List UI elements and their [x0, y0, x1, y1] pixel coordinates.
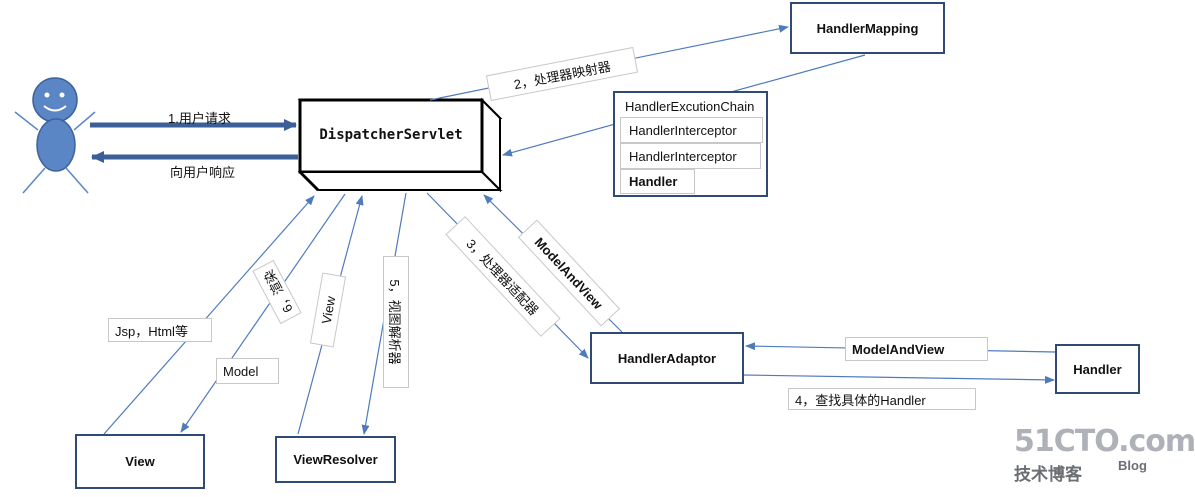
- handler-item: Handler: [620, 169, 695, 194]
- diagram-canvas: [14, 24, 1056, 435]
- user-actor-icon: [14, 77, 96, 194]
- jsp-html-label: Jsp，Html等: [108, 318, 212, 342]
- arrow-adaptor-to-handler: [743, 374, 1055, 384]
- view-resolver-box: ViewResolver: [275, 436, 396, 483]
- handler-interceptor-item: HandlerInterceptor: [620, 143, 761, 169]
- watermark-subtitle: 技术博客: [1014, 465, 1082, 484]
- handler-adaptor-box: HandlerAdaptor: [590, 332, 744, 384]
- step4-label: 4，查找具体的Handler: [788, 388, 976, 410]
- handler-chain-title: HandlerExcutionChain: [625, 99, 755, 114]
- model-label: Model: [216, 358, 279, 384]
- arrow-render-to-view: [180, 193, 346, 433]
- dispatcher-servlet-box: [297, 97, 503, 193]
- handler-returns-label: ModelAndView: [845, 337, 988, 361]
- handler-interceptor-item: HandlerInterceptor: [620, 117, 763, 143]
- step5-label: 5，视图解析器: [383, 256, 409, 388]
- dispatcher-servlet-label: DispatcherServlet: [319, 127, 463, 143]
- watermark-blog: Blog: [1118, 458, 1147, 473]
- user-request-label: 1.用户请求: [168, 111, 231, 126]
- view-box: View: [75, 434, 205, 489]
- watermark-brand: 51CTO.com: [1014, 424, 1195, 459]
- handler-execution-chain-box: HandlerExcutionChain HandlerInterceptor …: [613, 91, 768, 197]
- handler-box: Handler: [1055, 344, 1140, 394]
- arrow-view-to-dispatcher-jsp: [103, 195, 315, 435]
- handler-mapping-box: HandlerMapping: [790, 2, 945, 54]
- user-response-label: 向用户响应: [170, 165, 236, 180]
